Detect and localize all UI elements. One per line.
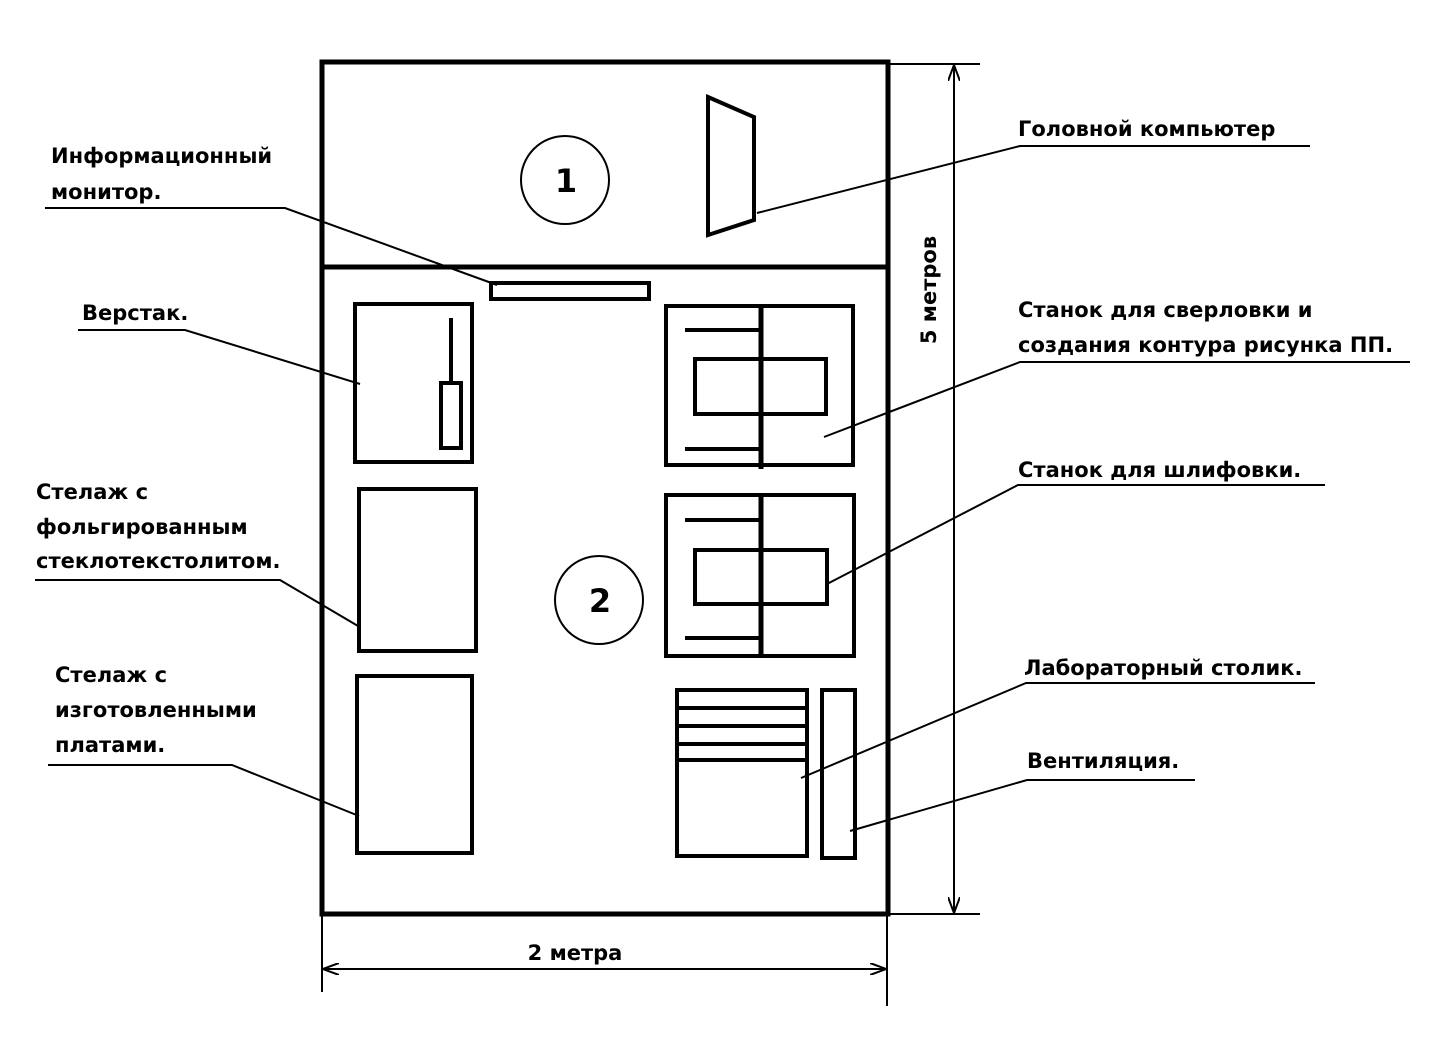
height-dimension: 5 метров xyxy=(890,63,980,915)
room-2-number: 2 xyxy=(589,582,611,620)
room-1-number: 1 xyxy=(555,162,577,200)
width-dimension-label: 2 метра xyxy=(528,941,623,965)
head-computer-icon xyxy=(706,93,756,238)
lab-table-shape xyxy=(675,688,809,858)
lab-table-label: Лабораторный столик. xyxy=(1024,656,1302,680)
leader-lines xyxy=(35,145,1410,832)
ventilation-label: Вентиляция. xyxy=(1027,749,1179,773)
width-dimension: 2 метра xyxy=(321,916,888,1006)
drilling-machine-shape xyxy=(664,304,855,469)
boards-rack-shape xyxy=(355,674,474,855)
room-outline xyxy=(319,59,891,917)
workbench-label: Верстак. xyxy=(82,301,188,325)
info-monitor-shape xyxy=(489,281,651,301)
height-dimension-label: 5 метров xyxy=(917,236,941,344)
room-2-marker: 2 xyxy=(554,555,644,645)
boards-rack-label: Стелаж с изготовленными платами. xyxy=(55,663,264,757)
info-monitor-label: Информационный монитор. xyxy=(51,144,279,204)
drilling-machine-label: Станок для сверловки и создания контура … xyxy=(1018,298,1393,357)
foil-rack-shape xyxy=(357,487,478,653)
ventilation-shape xyxy=(820,688,857,860)
workbench-shape xyxy=(353,302,474,464)
head-computer-label: Головной компьютер xyxy=(1018,117,1275,141)
grinding-machine-shape xyxy=(664,493,856,658)
room-1-marker: 1 xyxy=(520,135,610,225)
grinding-machine-label: Станок для шлифовки. xyxy=(1018,458,1301,482)
foil-rack-label: Стелаж с фольгированным стеклотекстолито… xyxy=(36,480,280,573)
